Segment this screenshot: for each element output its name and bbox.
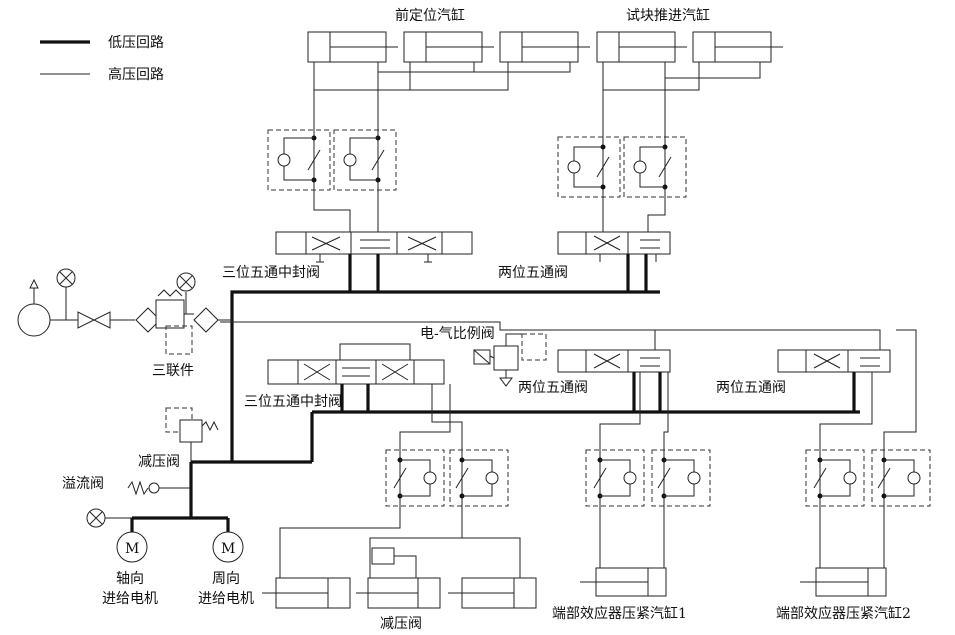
throttle-check-valves-bottom-2 bbox=[585, 449, 711, 507]
compressor-icon bbox=[17, 303, 51, 337]
legend: 低压回路 高压回路 bbox=[40, 35, 164, 83]
triple-unit-label: 三联件 bbox=[152, 363, 194, 379]
relief-valve-label: 溢流阀 bbox=[62, 476, 104, 492]
two-position-valve-top: 两位五通阀 bbox=[498, 231, 671, 281]
axial-motor-label-2: 进给电机 bbox=[102, 591, 158, 607]
clamp-cylinder-2: 端部效应器压紧汽缸2 bbox=[776, 506, 911, 622]
clamp-cyl-1-label: 端部效应器压紧汽缸1 bbox=[552, 605, 687, 622]
reducing-valve-bottom-label: 减压阀 bbox=[380, 616, 422, 632]
three-position-valve-mid: 三位五通中封阀 bbox=[244, 343, 445, 410]
lubricator-icon bbox=[193, 307, 219, 333]
axial-motor-label-1: 轴向 bbox=[116, 571, 144, 587]
valve-3pos-mid-label: 三位五通中封阀 bbox=[244, 394, 342, 410]
motor-symbol: M bbox=[221, 541, 235, 557]
cylinder bbox=[448, 577, 537, 609]
shutoff-valve-icon bbox=[77, 311, 96, 329]
two-position-valve-mid-1: 两位五通阀 bbox=[518, 349, 671, 396]
air-source-unit: 三联件 bbox=[17, 268, 232, 379]
specimen-push-cylinders: 试块推进汽缸 bbox=[596, 7, 783, 135]
gauge-icon bbox=[176, 272, 196, 292]
ep-proportional-valve: 电-气比例阀 bbox=[420, 326, 547, 387]
clamp-cylinder-1: 端部效应器压紧汽缸1 bbox=[552, 506, 687, 622]
cylinder bbox=[356, 577, 441, 609]
bottom-cylinders-group: 减压阀 bbox=[262, 506, 537, 632]
relief-valve: 溢流阀 bbox=[62, 476, 191, 496]
front-cylinders-label: 前定位汽缸 bbox=[395, 7, 465, 24]
valve-3pos-top-label: 三位五通中封阀 bbox=[222, 265, 320, 281]
motor-symbol: M bbox=[125, 541, 139, 557]
valve-2pos-mid1-label: 两位五通阀 bbox=[518, 380, 588, 396]
cylinder bbox=[262, 577, 351, 609]
specimen-cylinders-label: 试块推进汽缸 bbox=[626, 7, 710, 24]
cylinder bbox=[499, 31, 590, 63]
throttle-check-valves-top-right bbox=[557, 135, 687, 198]
ep-valve-label: 电-气比例阀 bbox=[420, 326, 495, 342]
circ-motor-label-2: 进给电机 bbox=[198, 591, 254, 607]
clamp-cyl-2-label: 端部效应器压紧汽缸2 bbox=[776, 605, 911, 622]
cylinder bbox=[596, 31, 687, 63]
valve-2pos-mid2-label: 两位五通阀 bbox=[716, 380, 786, 396]
motor-branch: M 轴向 进给电机 M 周向 进给电机 bbox=[86, 508, 254, 607]
throttle-check-valves-bottom-1 bbox=[385, 449, 509, 507]
cylinder bbox=[692, 31, 783, 63]
valve-2pos-top-label: 两位五通阀 bbox=[498, 265, 568, 281]
two-position-valve-mid-2: 两位五通阀 bbox=[716, 349, 891, 396]
reducing-valve-left: 减压阀 bbox=[138, 407, 219, 470]
front-positioning-cylinders: 前定位汽缸 bbox=[307, 7, 590, 130]
three-position-valve-top: 三位五通中封阀 bbox=[222, 231, 473, 281]
throttle-check-valves-top-left bbox=[267, 129, 397, 191]
cylinder bbox=[307, 31, 398, 63]
reducing-valve-label: 减压阀 bbox=[138, 454, 180, 470]
circumferential-feed-motor: M 周向 进给电机 bbox=[198, 531, 254, 607]
axial-feed-motor: M 轴向 进给电机 bbox=[102, 531, 158, 607]
legend-low-pressure-label: 低压回路 bbox=[108, 35, 164, 51]
legend-high-pressure-label: 高压回路 bbox=[108, 66, 164, 83]
gauge-icon bbox=[56, 268, 76, 288]
circ-motor-label-1: 周向 bbox=[212, 571, 240, 587]
cylinder bbox=[403, 31, 494, 63]
throttle-check-valves-bottom-3 bbox=[805, 449, 931, 507]
